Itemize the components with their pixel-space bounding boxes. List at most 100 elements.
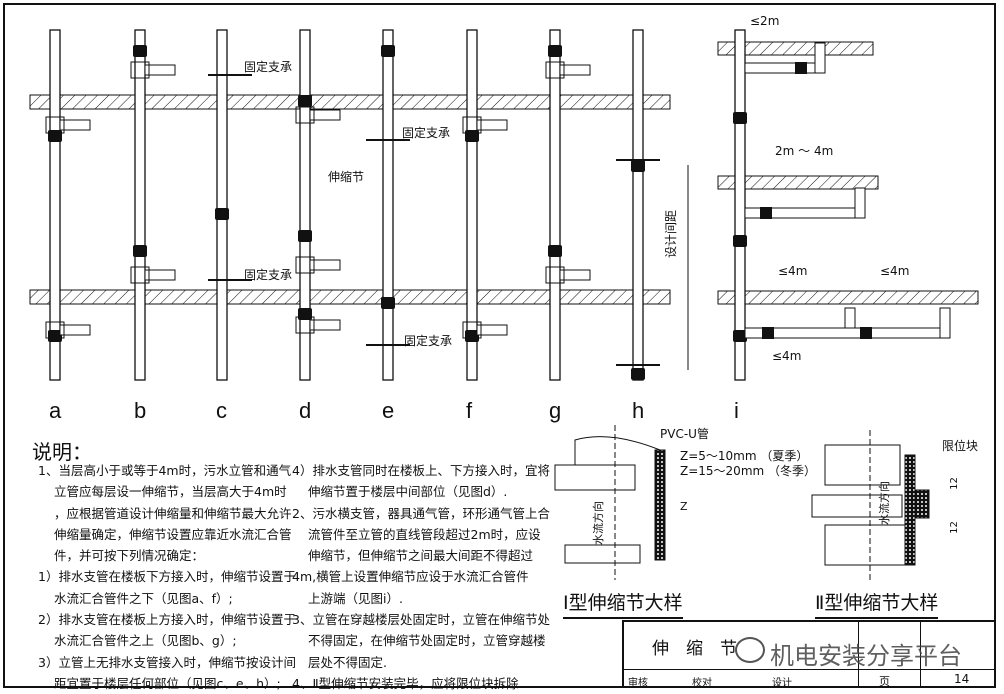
branch-pipe xyxy=(309,109,341,121)
note-line: ，应根据管道设计伸缩量和伸缩节最大允许 xyxy=(54,505,292,521)
riser-pipe xyxy=(49,29,61,381)
note-line: 1、当层高小于或等于4m时，污水立管和通气 xyxy=(38,463,292,478)
note-line: 伸缩节置于楼层中间部位（见图d）. xyxy=(308,484,508,500)
expansion-joint xyxy=(860,327,872,339)
note-line: 伸缩量确定，伸缩节设置应靠近水流汇合管 xyxy=(54,526,292,542)
tee-fitting xyxy=(45,116,65,134)
branch-pipe xyxy=(59,324,91,336)
tee-fitting xyxy=(130,266,150,284)
figure-label-h: h xyxy=(632,398,645,423)
horizontal-branch xyxy=(744,62,821,74)
expansion-joint xyxy=(381,45,395,57)
expansion-joint xyxy=(548,45,562,57)
expansion-joint xyxy=(733,112,747,124)
branch-pipe xyxy=(559,64,591,76)
note-line: 2）排水支管在楼板上方接入时，伸缩节设置于 xyxy=(38,612,296,628)
dim-12: 12 xyxy=(948,477,960,490)
expansion-joint xyxy=(795,62,807,74)
note-line: 3）立管上无排水支管接入时，伸缩节按设计间 xyxy=(38,654,296,670)
dim-le-4m: ≤4m xyxy=(880,264,910,278)
floor-slab xyxy=(29,289,671,305)
branch-pipe xyxy=(309,319,341,331)
socket xyxy=(564,544,641,564)
expansion-joint xyxy=(631,160,645,172)
horizontal-branch xyxy=(744,327,946,339)
expansion-joint xyxy=(465,330,479,342)
z-summer-label: Z=5～10mm （夏季） xyxy=(680,449,809,463)
tee-fitting xyxy=(545,266,565,284)
note-line: 水流汇合管件之上（见图b、g）; xyxy=(54,633,237,649)
note-line: 不得固定，在伸缩节处固定时，立管穿越楼 xyxy=(308,633,546,649)
note-line: 立管应每层设一伸缩节，当层高大于4m时 xyxy=(54,484,287,500)
expansion-joint xyxy=(48,130,62,142)
check-label: 校对 xyxy=(692,678,712,689)
z-dim-label: Z xyxy=(680,500,688,513)
fixed-support-label: 固定支承 xyxy=(244,268,293,282)
notes-heading: 说明： xyxy=(32,440,92,464)
tee-fitting xyxy=(462,321,482,339)
note-line: 2、污水横支管，器具通气管，环形通气管上合 xyxy=(292,505,550,521)
flow-direction-label: 水流方向 xyxy=(878,481,891,525)
tee-fitting xyxy=(295,316,315,334)
tee-fitting xyxy=(45,321,65,339)
expansion-joint xyxy=(733,235,747,247)
expansion-joint-label: 伸缩节 xyxy=(328,170,365,184)
figure-label-f: f xyxy=(466,398,473,423)
expansion-joint xyxy=(733,330,747,342)
type2-detail-title: Ⅱ型伸缩节大样 xyxy=(815,588,939,619)
dim-le-4m: ≤4m xyxy=(778,264,808,278)
page-label: 页 xyxy=(879,675,890,688)
branch-pipe xyxy=(476,324,508,336)
dim-2-4m: 2m ～ 4m xyxy=(775,144,834,158)
notes-column-1: 1、当层高小于或等于4m时，污水立管和通气立管应每层设一伸缩节，当层高大于4m时… xyxy=(38,460,296,694)
expansion-joint xyxy=(298,230,312,242)
z-winter-label: Z=15～20mm （冬季） xyxy=(680,464,817,478)
drawing-title: 伸 缩 节 xyxy=(652,639,737,659)
design-label: 设计 xyxy=(772,678,792,689)
branch-pipe xyxy=(59,119,91,131)
fixed-support-label: 固定支承 xyxy=(244,60,293,74)
branch-pipe xyxy=(559,269,591,281)
figure-label-i: i xyxy=(734,398,739,423)
floor-slab xyxy=(717,41,874,56)
note-line: 流管件至立管的直线管段超过2m时，应设 xyxy=(308,526,541,542)
riser-pipe xyxy=(466,29,478,381)
tee-fitting xyxy=(130,61,150,79)
figure-label-e: e xyxy=(382,398,395,423)
floor-slab xyxy=(717,290,979,305)
review-label: 审核 xyxy=(628,678,648,689)
note-line: 4、Ⅱ型伸缩节安装完毕，应将限位块拆除. xyxy=(292,675,523,691)
figure-label-b: b xyxy=(134,398,147,423)
flow-direction-label: 水流方向 xyxy=(592,501,605,545)
tee-fitting xyxy=(545,61,565,79)
socket xyxy=(824,524,906,566)
type1-detail-title: Ⅰ型伸缩节大样 xyxy=(563,588,683,619)
branch-riser xyxy=(854,187,866,219)
seal-ring xyxy=(904,454,916,566)
wechat-icon xyxy=(735,637,765,663)
riser-pipe xyxy=(734,29,746,381)
expansion-joint xyxy=(548,245,562,257)
expansion-joint xyxy=(298,95,312,107)
note-line: 4）排水支管同时在楼板上、下方接入时，宜将 xyxy=(292,463,550,478)
riser-pipe xyxy=(134,29,146,381)
expansion-joint xyxy=(762,327,774,339)
tee-fitting xyxy=(462,116,482,134)
expansion-joint xyxy=(631,368,645,380)
branch-pipe xyxy=(476,119,508,131)
dim-le-4m: ≤4m xyxy=(772,349,802,363)
title-block: 伸 缩 节 审核 校对 设计 页 14 xyxy=(622,620,996,689)
figure-label-a: a xyxy=(49,398,62,423)
expansion-joint xyxy=(465,130,479,142)
note-line: 上游端（见图i）. xyxy=(308,590,403,606)
design-spacing-label: 设计间距 xyxy=(664,209,678,258)
note-line: 件，并可按下列情况确定： xyxy=(54,548,205,564)
socket xyxy=(554,464,636,491)
figure-label-g: g xyxy=(549,398,562,423)
dim-12: 12 xyxy=(948,521,960,534)
branch-pipe xyxy=(144,64,176,76)
tee-fitting xyxy=(295,256,315,274)
page-number: 14 xyxy=(954,672,970,686)
figure-label-d: d xyxy=(299,398,312,423)
note-line: 4m,横管上设置伸缩节应设于水流汇合管件 xyxy=(292,569,529,585)
